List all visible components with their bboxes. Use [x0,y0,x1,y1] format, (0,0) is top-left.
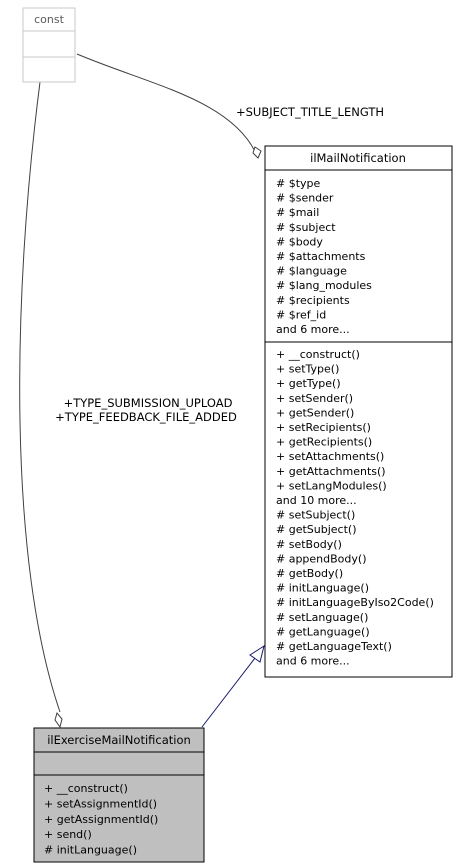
attribute-sender: # $sender [276,192,334,205]
aggregation-diamond-exercise [54,711,63,729]
attribute-attachments: # $attachments [276,250,366,263]
attribute-subject: # $subject [276,221,336,234]
attribute-type: # $type [276,177,321,190]
attribute-and-6-more: and 6 more... [276,323,350,336]
attribute-body: # $body [276,235,323,248]
method-setlanguage: # setLanguage() [276,611,368,624]
method-and-10-more: and 10 more... [276,494,357,507]
method-getsubject: # getSubject() [276,523,356,536]
aggregation-edge-type-constants [19,81,61,713]
inheritance-edge [201,657,256,728]
method-construct: + __construct() [276,348,360,361]
method-setbody: # setBody() [276,538,342,551]
method-getattachments: + getAttachments() [276,465,386,478]
exercise-mail-notification-class-title: ilExerciseMailNotification [47,733,191,747]
method-appendbody: # appendBody() [276,552,367,565]
method-gettype: + getType() [276,377,341,390]
exercise-mail-notification-methods: + __construct() + setAssignmentId() + getA… [44,782,158,857]
aggregation-diamond-mail [252,146,262,159]
edge-label-type-submission-upload: +TYPE_SUBMISSION_UPLOAD [64,396,233,410]
attribute-ref-id: # $ref_id [276,308,326,321]
method-getlanguagetext: # getLanguageText() [276,640,392,653]
edge-label-subject-title-length: +SUBJECT_TITLE_LENGTH [236,105,384,119]
method-settype: + setType() [276,363,339,376]
attribute-mail: # $mail [276,206,319,219]
attribute-language: # $language [276,265,347,278]
method-getsender: + getSender() [276,406,354,419]
exercise-mail-notification-class-box: ilExerciseMailNotification + __construct… [33,727,205,863]
mail-notification-class-box: ilMailNotification # $type # $sender# $ma… [264,145,453,678]
method-initlanguagebyiso2code: # initLanguageByIso2Code() [276,596,434,609]
method-setsender: + setSender() [276,392,353,405]
method-setlangmodules: + setLangModules() [276,479,387,492]
inheritance-arrowhead [249,644,265,663]
method-construct: + __construct() [44,782,128,795]
method-getlanguage: # getLanguage() [276,625,370,638]
const-class-title: const [34,13,64,26]
method-getbody: # getBody() [276,567,343,580]
edge-label-type-feedback-file-added: +TYPE_FEEDBACK_FILE_ADDED [55,410,237,424]
method-getrecipients: + getRecipients() [276,436,372,449]
method-setsubject: # setSubject() [276,509,355,522]
method-send: + send() [44,828,92,841]
method-initlanguage: # initLanguage() [276,582,369,595]
const-class-box: const [22,7,76,83]
method-setassignmentid: + setAssignmentId() [44,797,157,810]
mail-notification-class-title: ilMailNotification [310,151,406,165]
attribute-recipients: # $recipients [276,294,350,307]
method-getassignmentid: + getAssignmentId() [44,813,158,826]
attribute-lang-modules: # $lang_modules [276,279,372,292]
aggregation-edge-subject-title [76,53,259,159]
method-and-6-more: and 6 more... [276,655,350,668]
method-setattachments: + setAttachments() [276,450,384,463]
mail-notification-methods: + __construct() + setType()+ getType() + s… [276,348,434,668]
mail-notification-attributes: # $type # $sender# $mail # $subject# $body… [276,177,372,336]
method-setrecipients: + setRecipients() [276,421,371,434]
method-initlanguage: # initLanguage() [44,844,137,857]
